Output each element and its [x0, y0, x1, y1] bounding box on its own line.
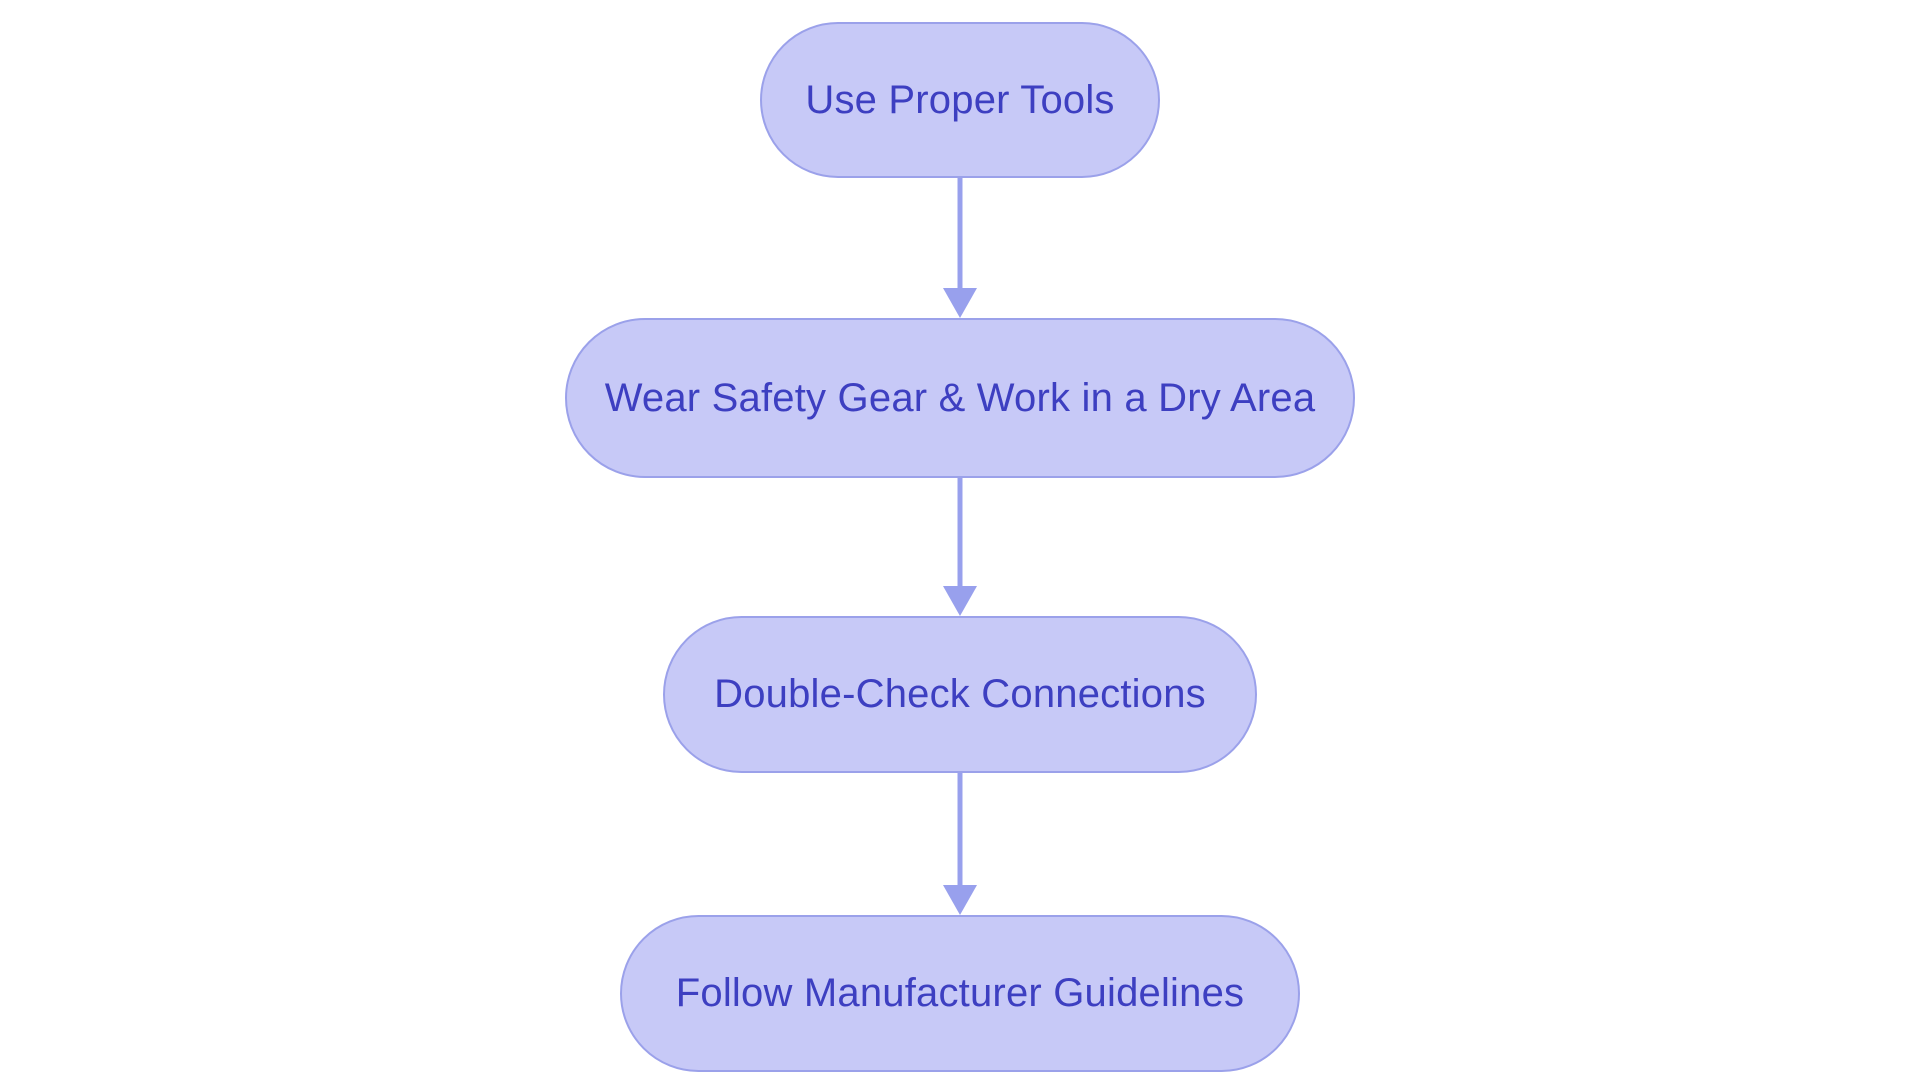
flow-arrow-1	[942, 178, 978, 318]
flowchart-node-follow-manufacturer-guidelines: Follow Manufacturer Guidelines	[620, 915, 1300, 1072]
arrow-stem	[957, 478, 963, 590]
arrow-stem	[957, 178, 963, 292]
arrow-down-icon	[943, 288, 977, 318]
node-label: Double-Check Connections	[714, 672, 1206, 716]
flowchart-node-wear-safety-gear: Wear Safety Gear & Work in a Dry Area	[565, 318, 1355, 478]
arrow-down-icon	[943, 885, 977, 915]
node-label: Follow Manufacturer Guidelines	[675, 971, 1245, 1015]
flowchart-node-double-check-connections: Double-Check Connections	[663, 616, 1257, 773]
arrow-down-icon	[943, 586, 977, 616]
node-label: Wear Safety Gear & Work in a Dry Area	[604, 375, 1316, 420]
arrow-stem	[957, 773, 963, 889]
flow-arrow-2	[942, 478, 978, 616]
node-label: Use Proper Tools	[805, 77, 1115, 122]
flowchart-node-use-proper-tools: Use Proper Tools	[760, 22, 1160, 178]
flow-arrow-3	[942, 773, 978, 915]
